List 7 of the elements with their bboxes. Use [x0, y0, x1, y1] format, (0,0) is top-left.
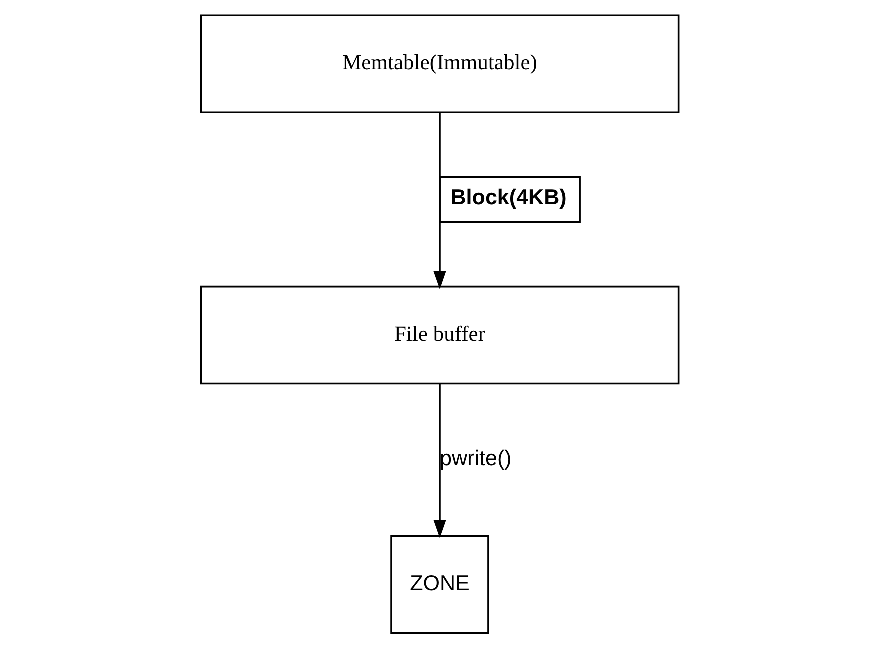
- node-box: Memtable(Immutable): [200, 14, 680, 114]
- arrow: [434, 113, 446, 290]
- node-box: File buffer: [200, 286, 680, 385]
- edge-label: pwrite(): [440, 446, 512, 471]
- node-box: ZONE: [390, 535, 490, 634]
- arrow: [434, 384, 446, 538]
- edge-label: Block(4KB): [450, 185, 567, 210]
